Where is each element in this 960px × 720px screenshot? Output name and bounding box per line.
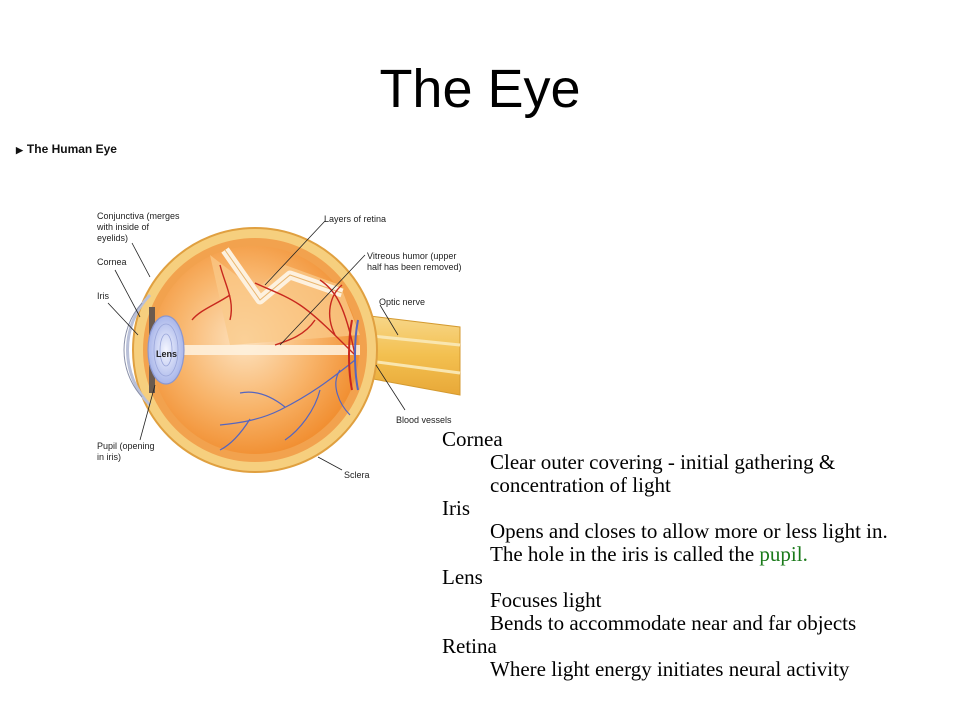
desc-iris-2: The hole in the iris is called the pupil… (490, 543, 957, 566)
label-conjunctiva-2: with inside of (96, 222, 150, 232)
figure-caption: ▶The Human Eye (16, 142, 117, 156)
label-vitreous-1: Vitreous humor (upper (367, 251, 456, 261)
desc-cornea-2: concentration of light (490, 473, 671, 497)
label-lens: Lens (156, 349, 177, 359)
desc-lens-1: Focuses light (490, 588, 602, 612)
term-iris: Iris (442, 496, 470, 520)
term-lens: Lens (442, 565, 483, 589)
label-vitreous-2: half has been removed) (367, 262, 462, 272)
label-layers-of-retina: Layers of retina (324, 214, 386, 224)
slide-title: The Eye (379, 59, 581, 119)
term-cornea: Cornea (442, 427, 503, 451)
label-cornea: Cornea (97, 257, 127, 267)
desc-lens-2: Bends to accommodate near and far object… (490, 611, 857, 635)
desc-iris-1: Opens and closes to allow more or less l… (490, 519, 888, 543)
label-sclera: Sclera (344, 470, 370, 480)
label-pupil-1: Pupil (opening (97, 441, 155, 451)
label-blood-vessels: Blood vessels (396, 415, 452, 425)
caption-triangle-icon: ▶ (16, 145, 23, 155)
label-iris: Iris (97, 291, 109, 301)
label-pupil-2: in iris) (97, 452, 121, 462)
desc-iris-2-text: The hole in the iris is called the (490, 542, 760, 566)
notes-block: Cornea Clear outer covering - initial ga… (442, 428, 957, 681)
cornea-shape (126, 293, 152, 407)
desc-retina-1: Where light energy initiates neural acti… (490, 657, 850, 681)
term-retina: Retina (442, 634, 497, 658)
retina-layers-shape (210, 255, 360, 345)
label-optic-nerve: Optic nerve (379, 297, 425, 307)
label-conjunctiva-3: eyelids) (97, 233, 128, 243)
eye-diagram: Conjunctiva (merges with inside of eyeli… (96, 211, 462, 480)
desc-cornea-1: Clear outer covering - initial gathering… (490, 450, 836, 474)
pupil-highlight: pupil. (759, 542, 808, 566)
label-conjunctiva-1: Conjunctiva (merges (97, 211, 180, 221)
figure-caption-text: The Human Eye (26, 142, 117, 156)
